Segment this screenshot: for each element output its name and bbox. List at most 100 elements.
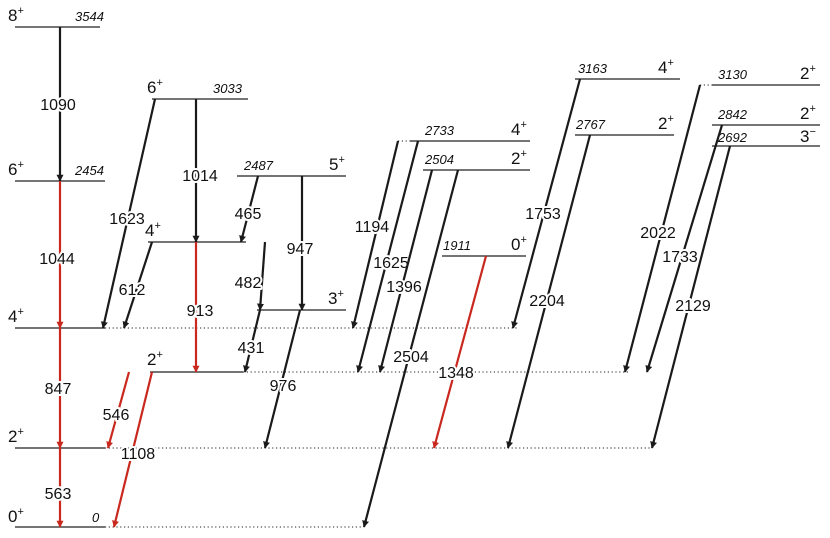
transition-arrow bbox=[650, 145, 732, 449]
level-f4: 4+ 3163 bbox=[575, 57, 680, 80]
spin-value: 2 bbox=[800, 64, 809, 83]
level-spin-label: 4+ bbox=[8, 306, 24, 326]
parity-value: + bbox=[809, 103, 815, 115]
transitions: 1090109010441044847847563563162316231014… bbox=[37, 27, 732, 528]
transition-label-halo: 1194 bbox=[355, 219, 390, 236]
parity-value: − bbox=[809, 126, 815, 138]
transition-label-halo: 431 bbox=[238, 340, 265, 357]
parity-value: + bbox=[520, 119, 526, 131]
level-c5: 5+2487 bbox=[237, 154, 346, 177]
level-spin-label: 4+ bbox=[145, 220, 161, 240]
transition-label-halo: 1108 bbox=[121, 446, 156, 463]
spin-value: 4 bbox=[145, 221, 154, 240]
parity-value: + bbox=[337, 288, 343, 300]
level-energy-label: 2767 bbox=[575, 117, 606, 132]
transition-energy-label: 431 bbox=[238, 340, 265, 357]
transition-label-halo: 847 bbox=[45, 381, 72, 398]
level-spin-label: 4+ bbox=[658, 57, 674, 77]
level-g8: 8+ 3544 bbox=[8, 5, 104, 28]
spin-value: 2 bbox=[658, 114, 667, 133]
spin-value: 2 bbox=[511, 149, 520, 168]
transition-energy-label: 1194 bbox=[355, 219, 390, 236]
level-energy-label: 2692 bbox=[717, 130, 748, 145]
level-energy-label: 3163 bbox=[578, 61, 608, 76]
level-energy-label: 3130 bbox=[718, 67, 748, 82]
transition-label-halo: 976 bbox=[270, 378, 297, 395]
transition-energy-label: 847 bbox=[45, 381, 72, 398]
level-d2: 2+2504 bbox=[423, 148, 530, 171]
spin-value: 6 bbox=[8, 160, 17, 179]
spin-value: 5 bbox=[329, 155, 338, 174]
transition-energy-label: 1753 bbox=[525, 206, 561, 223]
transition-arrow bbox=[112, 371, 154, 528]
level-g0: 0+0 bbox=[8, 506, 105, 528]
level-spin-label: 0+ bbox=[511, 234, 527, 254]
parity-value: + bbox=[17, 506, 23, 518]
parity-value: + bbox=[156, 77, 162, 89]
spin-value: 4 bbox=[658, 58, 667, 77]
level-energy-label: 3544 bbox=[75, 9, 104, 24]
level-spin-label: 2+ bbox=[800, 103, 816, 123]
transition-label-halo: 913 bbox=[187, 303, 214, 320]
transition-label-halo: 1348 bbox=[438, 365, 474, 382]
level-energy-label: 0 bbox=[92, 510, 100, 525]
level-d4: 4+2733 bbox=[410, 119, 530, 142]
level-h2b: 2+2842 bbox=[712, 103, 820, 126]
transition-label-halo: 2504 bbox=[393, 349, 429, 366]
transition-arrow bbox=[351, 140, 400, 329]
spin-value: 2 bbox=[8, 427, 17, 446]
transition-arrow bbox=[645, 124, 724, 373]
transition-arrow bbox=[362, 169, 460, 528]
transition-label-halo: 947 bbox=[287, 241, 314, 258]
transition-energy-label: 947 bbox=[287, 241, 314, 258]
level-h2a: 2+3130 bbox=[712, 63, 820, 86]
transition-label-halo: 563 bbox=[45, 486, 72, 503]
level-spin-label: 8+ bbox=[8, 5, 24, 25]
level-f2: 2+ 2767 bbox=[575, 113, 674, 136]
level-spin-label: 5+ bbox=[329, 154, 345, 174]
transition-energy-label: 1348 bbox=[438, 365, 474, 382]
spin-value: 0 bbox=[8, 507, 17, 526]
transition-energy-label: 1733 bbox=[662, 249, 698, 266]
transition-energy-label: 546 bbox=[103, 407, 130, 424]
spin-value: 2 bbox=[800, 104, 809, 123]
spin-value: 3 bbox=[800, 127, 809, 146]
parity-value: + bbox=[520, 234, 526, 246]
transition-energy-label: 1625 bbox=[373, 255, 409, 272]
spin-value: 4 bbox=[8, 307, 17, 326]
parity-value: + bbox=[154, 220, 160, 232]
transition-energy-label: 2204 bbox=[529, 293, 565, 310]
level-spin-label: 6+ bbox=[147, 77, 163, 97]
level-h3: 3− 2692 bbox=[712, 126, 820, 147]
level-g6: 6+2454 bbox=[8, 159, 105, 182]
transition-arrow bbox=[378, 169, 434, 373]
level-g4: 4+ bbox=[8, 306, 105, 329]
spin-value: 6 bbox=[147, 78, 156, 97]
level-energy-label: 3033 bbox=[213, 81, 243, 96]
transition-arrow bbox=[506, 134, 592, 449]
parity-value: + bbox=[156, 349, 162, 361]
transition-label-halo: 1753 bbox=[525, 206, 561, 223]
transition-arrow bbox=[100, 98, 157, 329]
transition-arrow bbox=[356, 140, 420, 373]
level-spin-label: 2+ bbox=[658, 113, 674, 133]
level-energy-label: 1911 bbox=[443, 238, 471, 253]
transition-label-halo: 2204 bbox=[529, 293, 565, 310]
level-energy-label: 2842 bbox=[717, 107, 748, 122]
transition-label-halo: 1014 bbox=[182, 168, 218, 185]
transition-energy-label: 612 bbox=[119, 282, 146, 299]
level-e0: 0+ 1911 bbox=[442, 234, 527, 257]
